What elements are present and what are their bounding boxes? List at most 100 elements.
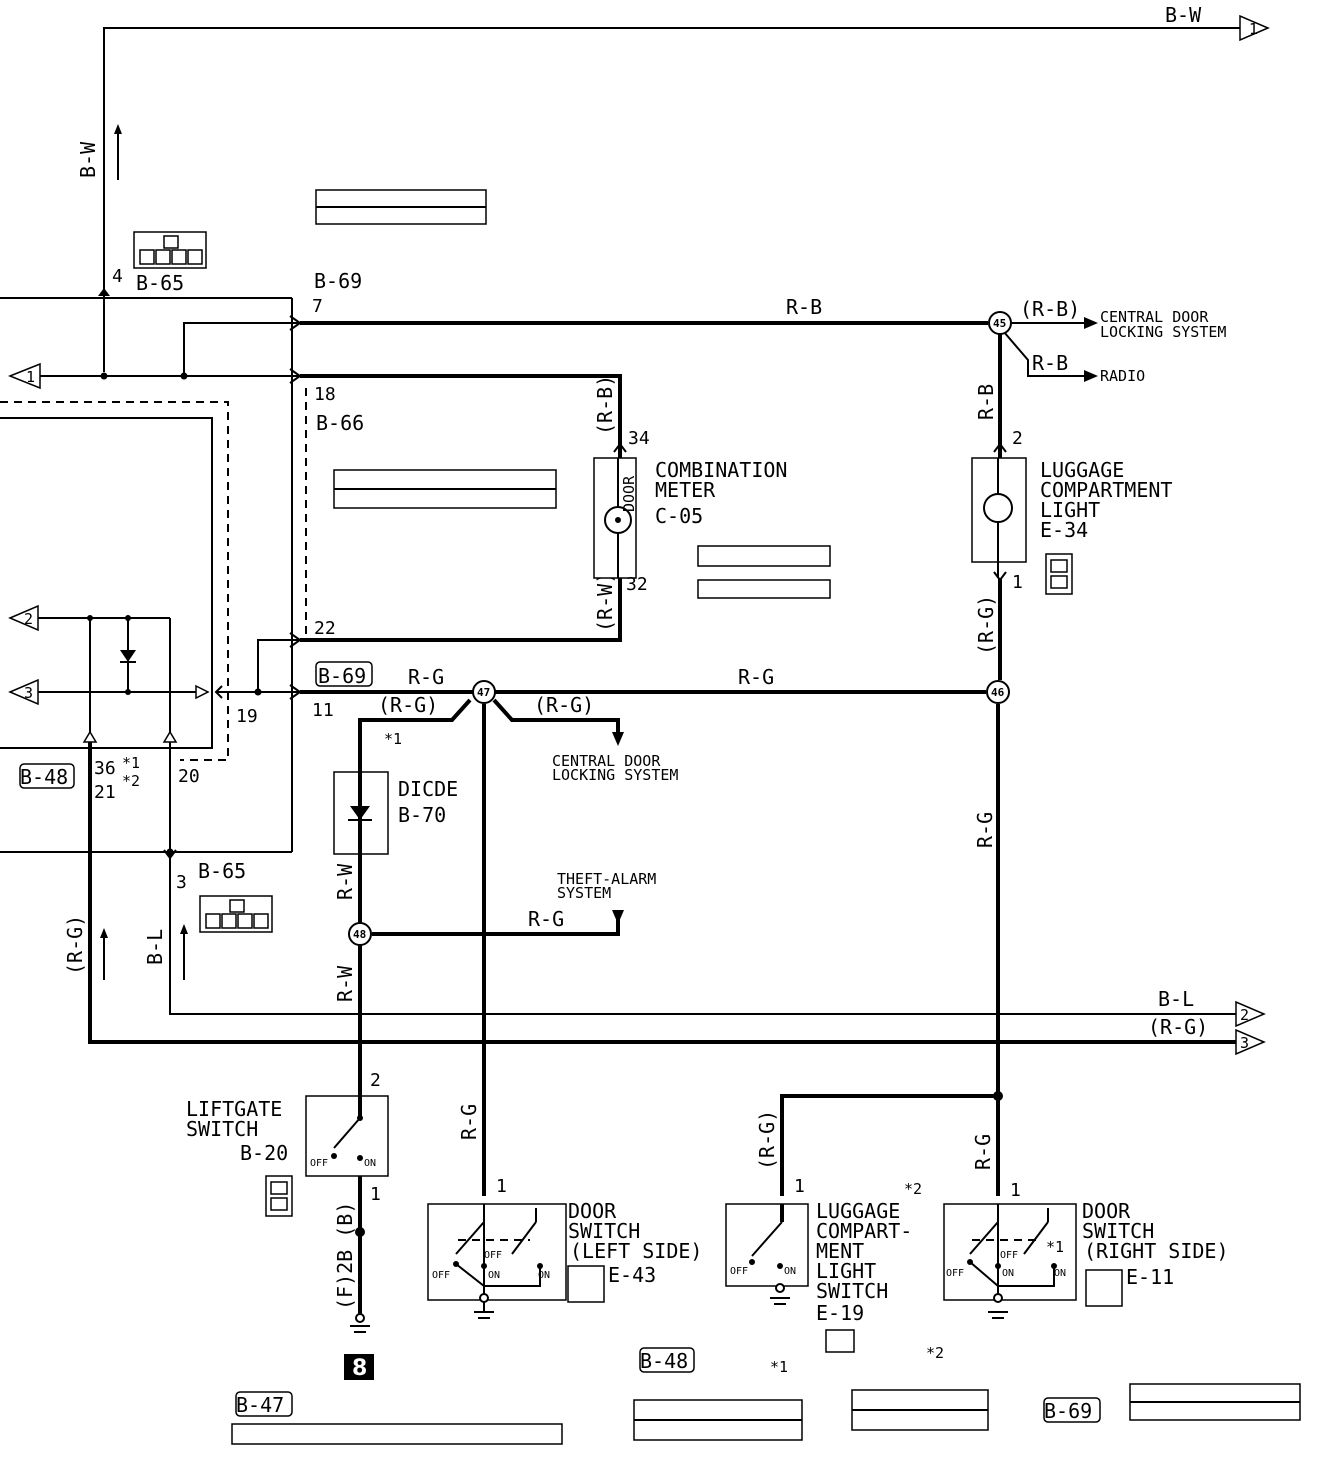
dsl-link2 [455, 1263, 541, 1287]
luggage-switch-name3: MENT [816, 1239, 864, 1263]
pin-21: 21 [94, 782, 116, 803]
wire-label-rb-vert: R-B [974, 384, 998, 420]
pin-3: 3 [176, 872, 187, 893]
wire-rg-lugg [780, 1094, 998, 1196]
arrow-radio [1084, 370, 1098, 382]
central-door-locking-2a: CENTRAL DOOR [552, 752, 661, 770]
door-switch-right-name2: SWITCH [1082, 1219, 1154, 1243]
door-switch-right-name1: DOOR [1082, 1199, 1131, 1223]
wire-label-rg-p1: (R-G) [378, 693, 438, 717]
ls-n2 [777, 1263, 783, 1269]
offpage-3-left-label: 3 [24, 684, 33, 702]
arrow-b66-22 [289, 632, 302, 648]
connector-face-e43 [567, 1265, 605, 1303]
luggage-switch-box [725, 1203, 809, 1287]
luggage-light-id: E-34 [1040, 518, 1088, 542]
wire-label-rb-main: R-B [786, 295, 822, 319]
pin-22: 22 [314, 618, 336, 639]
mark-2c: *2 [926, 1344, 944, 1362]
connector-face-b69-bot [1129, 1383, 1301, 1421]
pin-36: 36 [94, 758, 116, 779]
offpage-2-right-label: 2 [1240, 1006, 1249, 1024]
ecu-pin-36 [82, 730, 98, 743]
luggage-switch-id: E-19 [816, 1301, 864, 1325]
pin-20: 20 [178, 766, 200, 787]
junction-47 [472, 680, 496, 704]
wire-label-rg-bus: (R-G) [1148, 1015, 1208, 1039]
ground-term [355, 1313, 365, 1323]
wire-label-bw-vert: B-W [76, 141, 100, 178]
luggage-switch-name5: SWITCH [816, 1279, 888, 1303]
wire-label-rw-diode: R-W [333, 863, 357, 900]
wire-rg-theft [372, 914, 620, 936]
connector-face-c05 [697, 545, 831, 599]
junction-48-label: 48 [353, 928, 366, 941]
connector-face-e19 [825, 1329, 855, 1353]
connector-icon-b47 [235, 1391, 293, 1417]
connector-b66: B-66 [316, 411, 364, 435]
central-door-locking-2b: LOCKING SYSTEM [552, 766, 678, 784]
dsr-on: ON [1002, 1268, 1014, 1279]
pin-dl-1: 1 [496, 1176, 507, 1197]
wire-label-ground: (F)2B (B) [333, 1202, 357, 1310]
luggage-lamp [983, 493, 1013, 523]
wire-rg-central2 [492, 698, 620, 738]
lift-sw [333, 1117, 361, 1149]
dsr-sw2 [1023, 1221, 1049, 1255]
e34-pin1 [1050, 559, 1068, 573]
diode-name: DICDE [398, 777, 458, 801]
lift-c2 [331, 1153, 337, 1159]
luggage-switch-name4: LIGHT [816, 1259, 876, 1283]
wire-label-rb-meter: (R-B) [593, 375, 617, 435]
pin-lift-1: 1 [370, 1184, 381, 1205]
dsl-sw1 [455, 1221, 485, 1255]
central-door-locking-1a: CENTRAL DOOR [1100, 308, 1209, 326]
pin-arrow-4 [98, 288, 110, 296]
lift-on: ON [364, 1158, 376, 1169]
wire-label-rg-left-vert: (R-G) [63, 915, 87, 975]
wire-label-rg-vert-r: (R-G) [974, 595, 998, 655]
liftgate-switch-box [305, 1095, 389, 1177]
arrowhead-up-bl [180, 924, 188, 934]
pin-dr-1: 1 [1010, 1180, 1021, 1201]
mark-1: *1 [122, 754, 140, 772]
wire-rg-diode [358, 698, 472, 772]
dsl-on2: ON [538, 1270, 550, 1281]
liftgate-name1: LIFTGATE [186, 1097, 282, 1121]
combination-meter-name: COMBINATION [655, 458, 787, 482]
connector-face-b65-top [133, 231, 207, 269]
pin-lugg-1: 1 [1012, 572, 1023, 593]
ecu-out-arrow [195, 684, 210, 700]
junction-47-label: 47 [477, 686, 490, 699]
ecu-n3 [125, 689, 131, 695]
wire-label-rg-main: R-G [738, 665, 774, 689]
arrow-central2 [612, 732, 624, 746]
mark-1d: *1 [770, 1358, 788, 1376]
node-104 [100, 372, 108, 380]
ls-sw [751, 1221, 783, 1257]
lift-c3 [357, 1155, 363, 1161]
ground-point-box [344, 1354, 374, 1380]
connector-face-b47 [231, 1423, 563, 1445]
wire-to-b69-7 [183, 322, 300, 376]
combination-meter-name2: METER [655, 478, 716, 502]
dsl-off2: OFF [484, 1250, 502, 1261]
radio-label: RADIO [1100, 367, 1145, 385]
wire-rb-radio [1003, 331, 1088, 377]
dsl-sw2 [511, 1221, 537, 1255]
node-170 [166, 848, 174, 856]
dsr-off2: OFF [1000, 1250, 1018, 1261]
dsr-n2 [995, 1263, 1001, 1269]
connector-b48-bot: B-48 [640, 1349, 688, 1373]
connector-face-b66 [333, 469, 557, 509]
mark-2: *2 [122, 772, 140, 790]
dsl-n2 [481, 1263, 487, 1269]
ecu-n2 [125, 615, 131, 621]
offpage-2-right [1235, 1000, 1266, 1028]
connector-b47: B-47 [236, 1393, 284, 1417]
pin-11: 11 [312, 700, 334, 721]
pin-4: 4 [112, 266, 123, 287]
luggage-light-name3: LIGHT [1040, 498, 1100, 522]
wire-label-rg-left: R-G [408, 665, 444, 689]
pin-arrow-lugg-1 [993, 571, 1007, 582]
